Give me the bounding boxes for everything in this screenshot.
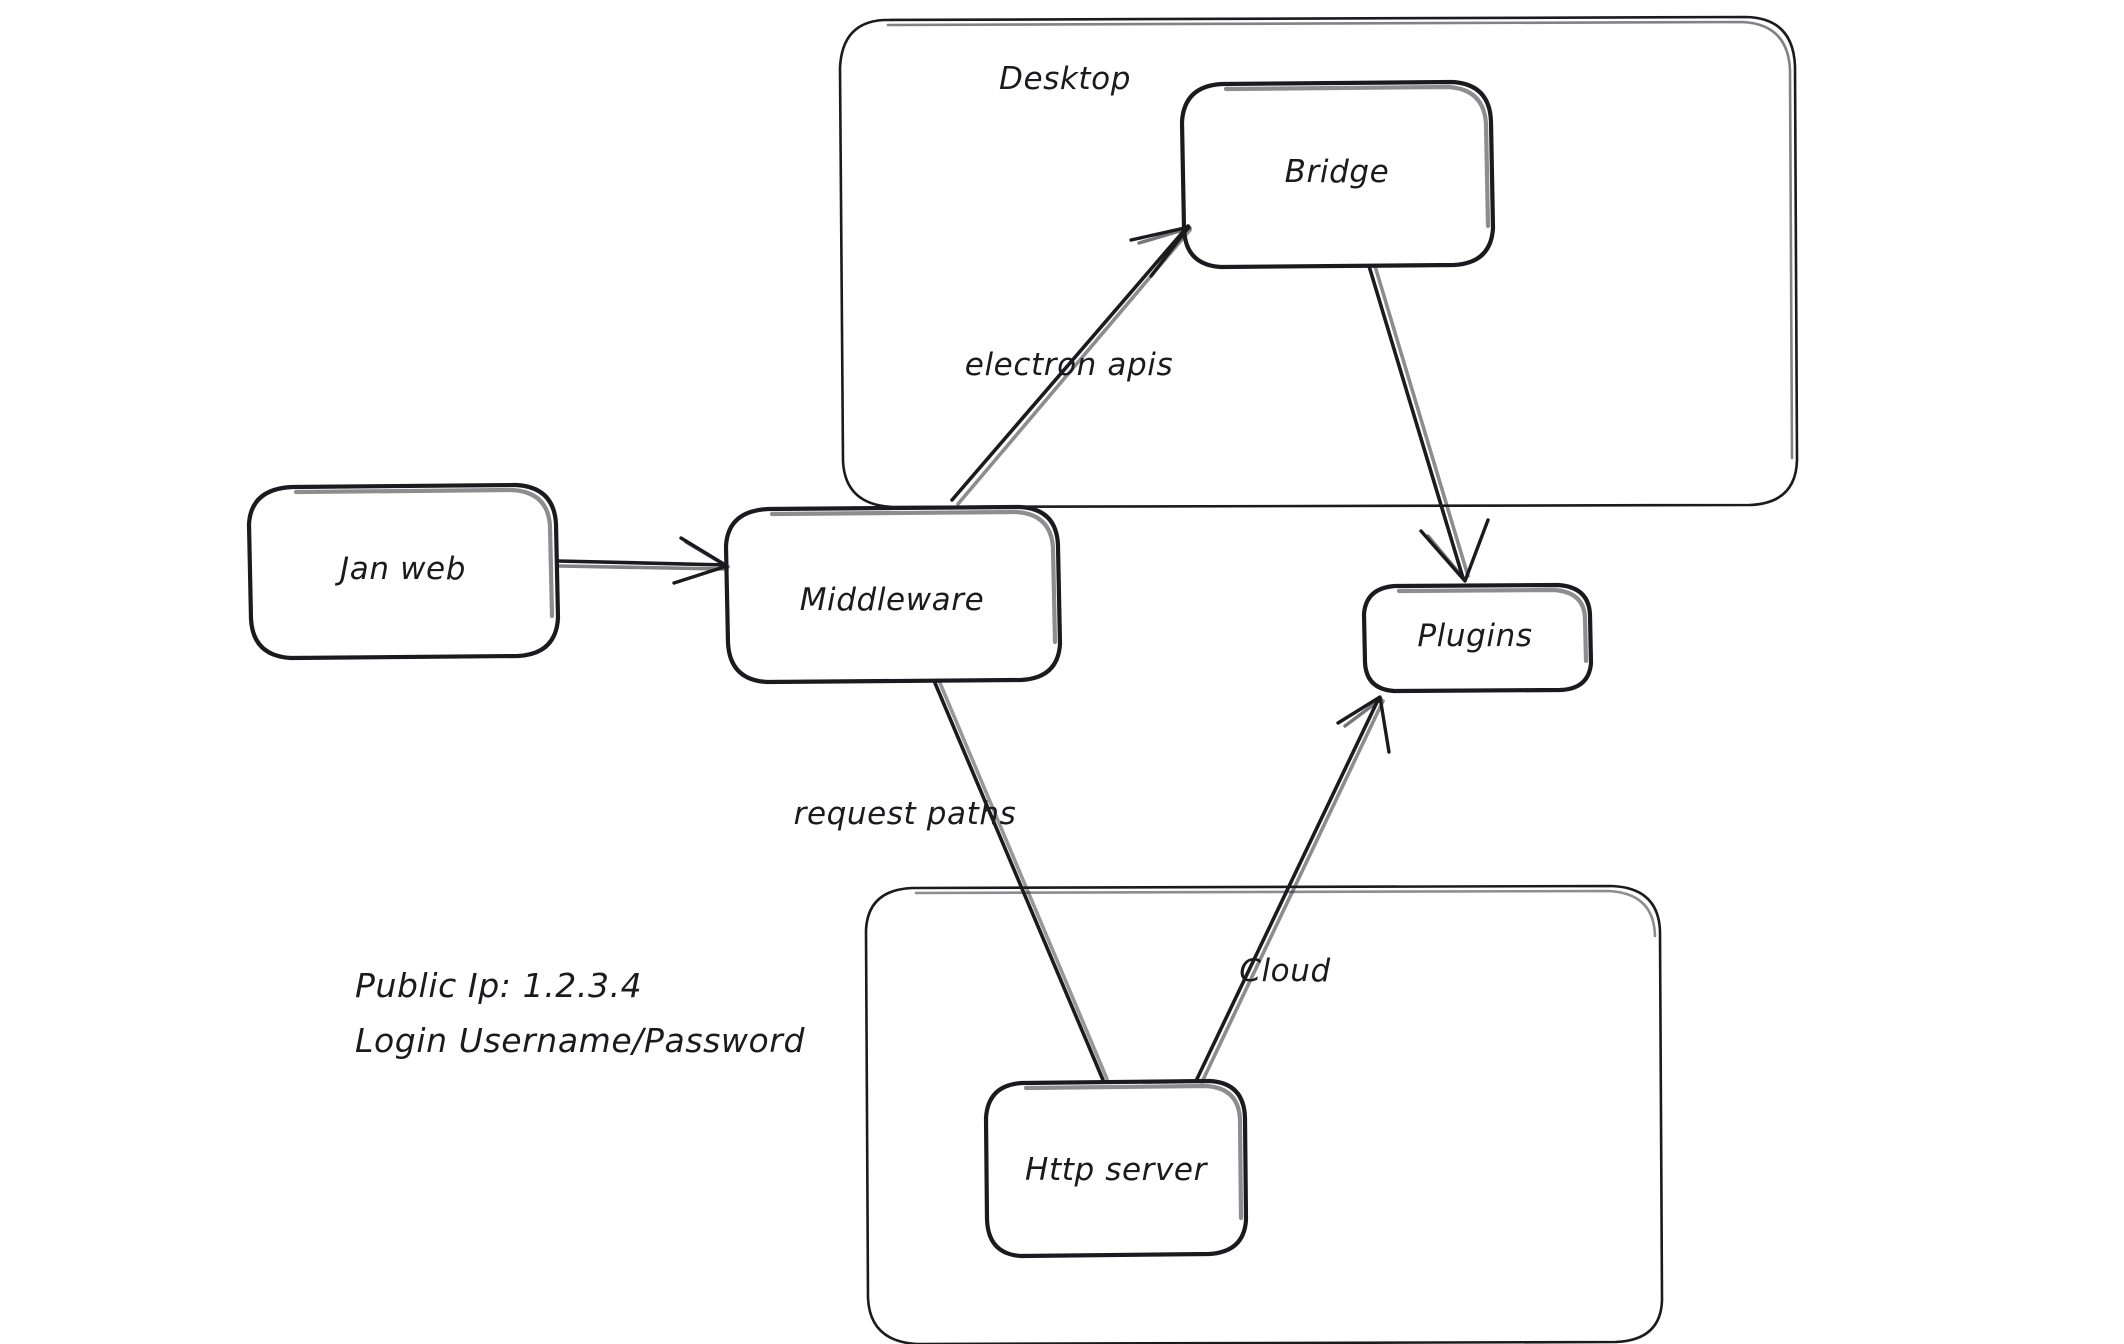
edge-middleware-to-bridge <box>950 224 1192 506</box>
edge-http-server-to-plugins <box>1194 695 1391 1084</box>
node-http-server-outline <box>983 1078 1249 1259</box>
edge-bridge-to-plugins <box>1367 264 1490 583</box>
node-label-jan-web: Jan web <box>340 551 466 587</box>
node-plugins-outline <box>1361 582 1594 694</box>
note-login-credentials: Login Username/Password <box>355 1021 806 1060</box>
group-desktop-outline <box>838 15 1799 509</box>
edge-label-cloud: Cloud <box>1239 953 1331 989</box>
node-middleware-outline <box>723 504 1063 685</box>
edge-label-request-paths: request paths <box>793 796 1017 832</box>
node-label-middleware: Middleware <box>799 582 985 618</box>
edge-jan-web-to-middleware <box>556 536 730 585</box>
node-label-plugins: Plugins <box>1417 618 1533 654</box>
node-label-bridge: Bridge <box>1284 154 1390 190</box>
group-cloud-outline <box>864 884 1664 1344</box>
edge-middleware-to-http-server <box>933 681 1109 1082</box>
node-label-http-server: Http server <box>1025 1152 1207 1188</box>
note-public-ip: Public Ip: 1.2.3.4 <box>355 966 643 1005</box>
edge-label-electron-apis: electron apis <box>964 347 1174 383</box>
node-jan-web-outline <box>246 482 561 661</box>
node-bridge-outline <box>1179 79 1496 270</box>
group-label-desktop: Desktop <box>998 61 1132 97</box>
